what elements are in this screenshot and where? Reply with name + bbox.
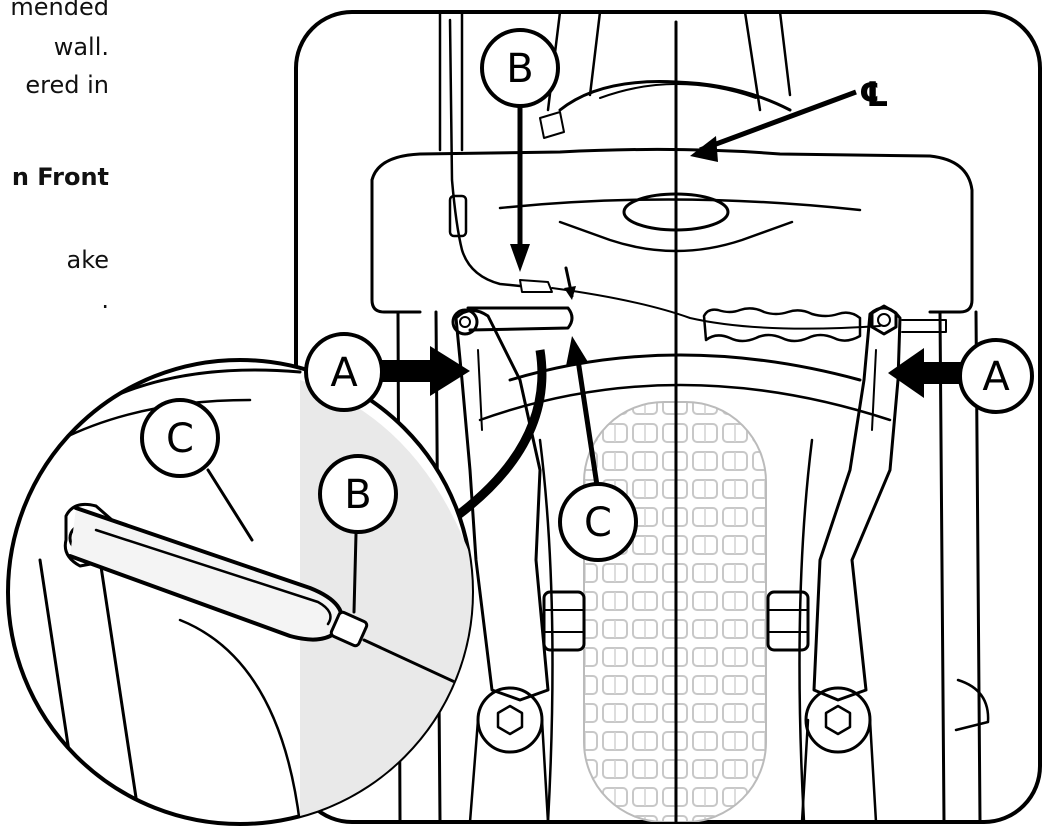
centerline-label: ℄ — [859, 75, 889, 115]
callout-arrows — [382, 89, 964, 493]
main-view — [294, 10, 1042, 824]
centerline-symbol: ℄ — [859, 75, 889, 115]
text-line: wall. — [53, 33, 109, 61]
callout-c-main: C — [558, 482, 638, 562]
callout-label: A — [982, 354, 1010, 400]
callout-a-left: A — [304, 332, 384, 412]
text-line: mended — [10, 0, 109, 21]
callout-b-top: B — [480, 28, 560, 108]
callout-a-right: A — [958, 338, 1034, 414]
inset-detail — [6, 358, 474, 826]
callout-label: B — [344, 472, 371, 518]
callout-label: C — [584, 500, 612, 546]
callout-c-inset: C — [140, 398, 220, 478]
text-line: ered in — [25, 71, 109, 99]
callout-label: A — [330, 350, 358, 396]
text-line: ake — [66, 246, 109, 274]
callout-label: C — [166, 416, 194, 462]
text-line: . — [101, 286, 109, 314]
callout-b-inset: B — [318, 454, 398, 534]
section-heading-fragment: n Front — [11, 163, 109, 191]
instruction-text-fragment: mended wall. ered in n Front ake . — [0, 0, 135, 330]
callout-label: B — [506, 46, 533, 92]
